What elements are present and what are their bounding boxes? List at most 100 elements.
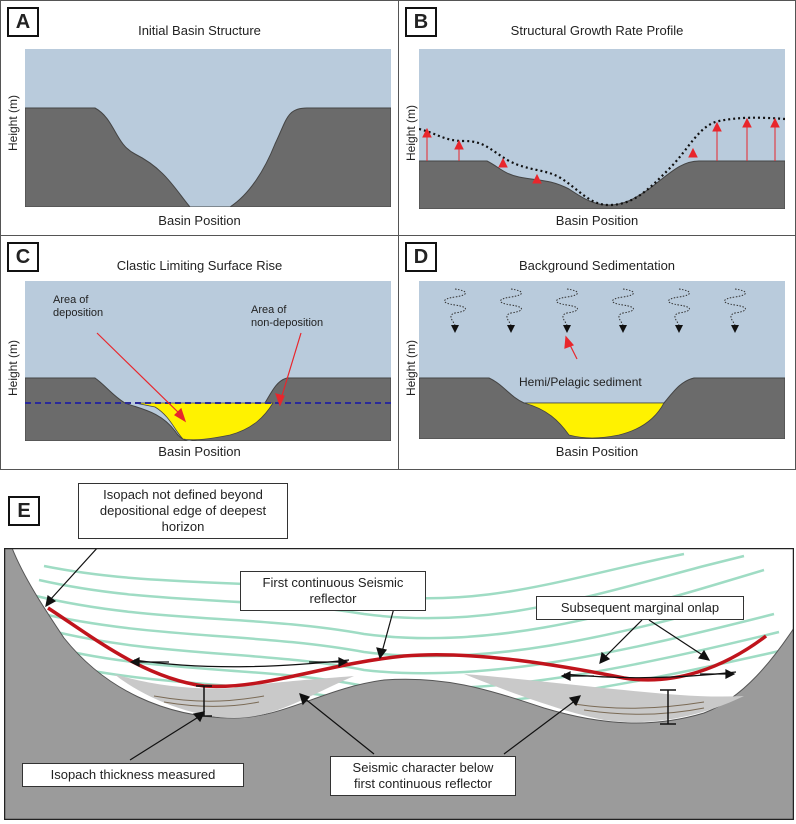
growth-arrowhead — [498, 157, 508, 168]
deposition-note-line: deposition — [53, 307, 104, 319]
settling-arrowhead — [731, 325, 739, 333]
panel-c-label: C — [7, 242, 39, 272]
callout-line: reflector — [309, 591, 357, 606]
leader-line — [49, 548, 98, 601]
panel-e-label: E — [8, 496, 40, 526]
internal-reflection — [583, 707, 705, 715]
leader-arrowhead — [376, 647, 388, 660]
callout-first-reflector: First continuous Seismic reflector — [240, 571, 426, 611]
settling-arrowhead — [507, 325, 515, 333]
callout-line: Seismic character below — [352, 760, 494, 775]
panel-a-ylabel: Height (m) — [6, 94, 20, 151]
internal-reflection — [573, 701, 705, 709]
onlap-arrowhead — [725, 669, 736, 679]
leader-line — [603, 619, 643, 659]
panel-a: A Initial Basin Structure Height (m) Bas… — [0, 0, 399, 236]
pre-reflector-wedge-right — [464, 674, 744, 723]
leader-arrowhead — [192, 711, 206, 723]
settling-arrowhead — [619, 325, 627, 333]
clastic-deposit — [134, 402, 274, 441]
onlap-arc-left — [133, 659, 350, 668]
growth-arrowhead — [712, 121, 722, 132]
panel-b: B Structural Growth Rate Profile Height … — [398, 0, 796, 236]
leader-line — [648, 619, 705, 657]
seismic-horizon — [33, 598, 745, 658]
sediment-pointer — [564, 335, 578, 360]
panel-d-sedimentation-plot — [419, 281, 785, 439]
panel-b-growth-plot — [419, 49, 785, 209]
panel-d-xlabel: Basin Position — [555, 444, 639, 459]
settling-arrowhead — [675, 325, 683, 333]
pointer-arrow-deposition — [96, 332, 184, 418]
callout-line: Isopach not defined beyond — [103, 487, 263, 502]
leader-line — [129, 715, 201, 761]
panel-a-title: Initial Basin Structure — [138, 23, 261, 38]
seismic-horizon — [38, 554, 745, 620]
leader-arrowhead — [599, 651, 611, 665]
callout-onlap: Subsequent marginal onlap — [536, 596, 744, 620]
leader-arrowhead — [45, 594, 57, 608]
panel-a-xlabel: Basin Position — [158, 213, 241, 228]
growth-arrowhead — [770, 117, 780, 128]
onlap-arrows — [129, 657, 737, 681]
pointer-arrow-nondeposition — [280, 332, 302, 400]
pointer-arrowhead — [174, 407, 187, 423]
growth-arrowhead — [532, 173, 542, 184]
panel-a-label: A — [7, 7, 39, 37]
callout-leaders — [45, 548, 711, 761]
leader-arrowhead — [697, 649, 711, 661]
panel-c-deposition-plot — [25, 281, 391, 441]
nondeposition-note-line: non-deposition — [251, 317, 324, 329]
internal-reflections — [153, 695, 705, 715]
callout-isopach-edge: Isopach not defined beyond depositional … — [78, 483, 288, 539]
panel-c-ylabel: Height (m) — [6, 339, 20, 396]
panel-d: D Background Sedimentation Height (m) He… — [398, 235, 796, 470]
growth-arrowhead — [742, 117, 752, 128]
seismic-horizon — [39, 612, 775, 675]
panel-d-ylabel: Height (m) — [404, 339, 418, 396]
sediment-note: Hemi/Pelagic sediment — [519, 375, 642, 389]
leader-line — [303, 697, 375, 755]
growth-arrowhead — [422, 127, 432, 138]
leader-line — [503, 699, 577, 755]
pelagic-deposit — [523, 402, 665, 439]
growth-profile-line — [419, 116, 785, 207]
nondeposition-note: Area of non-deposition — [251, 304, 323, 330]
leader-arrowhead — [299, 693, 311, 706]
growth-rate-arrows — [422, 117, 780, 184]
internal-reflection — [153, 695, 265, 702]
panel-a-basin-plot — [25, 49, 391, 207]
deposition-note: Area of deposition — [53, 294, 103, 320]
callout-line: first continuous reflector — [353, 776, 492, 791]
callout-thickness: Isopach thickness measured — [22, 763, 244, 787]
internal-reflection — [163, 701, 260, 707]
callout-seismic-character: Seismic character below first continuous… — [330, 756, 516, 796]
nondeposition-note-line: Area of — [251, 304, 287, 316]
panel-b-title: Structural Growth Rate Profile — [510, 23, 684, 38]
growth-arrowhead — [454, 139, 464, 150]
section-frame — [4, 548, 794, 820]
callout-line: horizon — [161, 519, 205, 534]
panel-d-label: D — [405, 242, 437, 272]
callout-line: First continuous Seismic — [262, 575, 404, 590]
settling-arrowhead — [451, 325, 459, 333]
callout-line: depositional edge of deepest — [99, 503, 267, 518]
panel-c-title: Clastic Limiting Surface Rise — [116, 258, 283, 273]
basin-floor — [25, 107, 391, 207]
onlap-arrowhead — [560, 671, 571, 681]
settling-arrowheads — [451, 325, 739, 333]
panel-d-title: Background Sedimentation — [518, 258, 676, 273]
panel-b-xlabel: Basin Position — [555, 213, 639, 228]
growth-arrowhead — [688, 147, 698, 158]
leader-line — [381, 607, 395, 653]
panel-b-label: B — [405, 7, 437, 37]
panel-c: C Clastic Limiting Surface Rise Height (… — [0, 235, 399, 470]
first-continuous-reflector — [47, 606, 768, 689]
pointer-arrowhead — [275, 393, 285, 407]
leader-arrowhead — [568, 695, 582, 707]
onlap-arrowhead — [129, 657, 140, 667]
settling-arrowhead — [563, 325, 571, 333]
pointer-arrows — [96, 332, 302, 423]
pre-reflector-wedge-left — [114, 674, 354, 718]
onlap-arrowhead — [338, 657, 349, 667]
